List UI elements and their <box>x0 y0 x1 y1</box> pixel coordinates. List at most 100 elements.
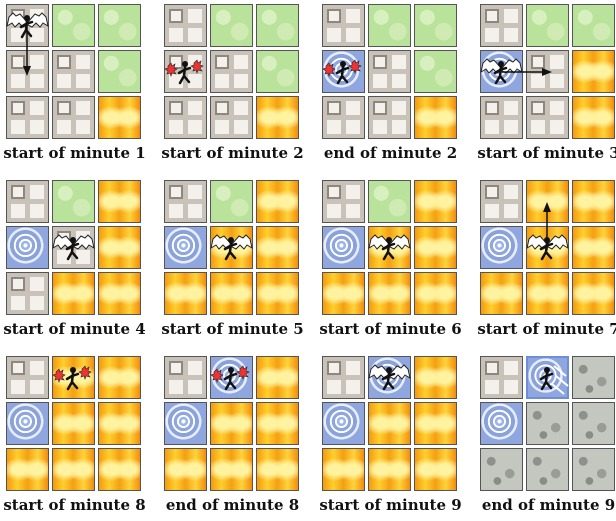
floor-tile <box>6 96 49 139</box>
floor-tile <box>480 356 523 399</box>
panel-caption: start of minute 4 <box>3 320 146 338</box>
panel-6: start of minute 5 <box>161 180 304 345</box>
fire-tile <box>210 272 253 315</box>
fire-tile <box>98 356 141 399</box>
fire-tile <box>256 272 299 315</box>
floor-tile <box>6 4 49 47</box>
floor-tile <box>164 96 207 139</box>
panel-1: start of minute 1 <box>3 4 146 169</box>
panel-4: start of minute 3 <box>477 4 616 169</box>
fire-tile <box>414 226 457 269</box>
floor-tile <box>480 180 523 223</box>
fire-tile <box>52 272 95 315</box>
floor-tile <box>210 96 253 139</box>
floor-tile <box>526 96 569 139</box>
fire-tile <box>414 180 457 223</box>
ash-tile <box>572 402 615 445</box>
floor-tile <box>480 96 523 139</box>
grass-tile <box>52 4 95 47</box>
fire-tile <box>322 272 365 315</box>
water-tile <box>368 356 411 399</box>
panel-9: start of minute 8 <box>3 356 146 521</box>
panel-caption: end of minute 2 <box>323 144 458 162</box>
fire-tile <box>52 448 95 491</box>
floor-tile <box>6 180 49 223</box>
panel-caption: start of minute 3 <box>477 144 616 162</box>
fire-tile <box>414 402 457 445</box>
ash-tile <box>480 448 523 491</box>
floor-tile <box>368 96 411 139</box>
fire-tile <box>526 272 569 315</box>
water-tile <box>480 50 523 93</box>
grass-tile <box>52 180 95 223</box>
grass-tile <box>256 4 299 47</box>
panel-caption: end of minute 8 <box>165 496 300 514</box>
grass-tile <box>210 4 253 47</box>
panel-11: start of minute 9 <box>319 356 462 521</box>
fire-tile <box>98 226 141 269</box>
panel-caption: start of minute 8 <box>3 496 146 514</box>
grass-tile <box>572 4 615 47</box>
fire-tile <box>572 50 615 93</box>
panel-caption: end of minute 9 <box>481 496 616 514</box>
floor-tile <box>526 50 569 93</box>
tile-grid <box>322 180 459 317</box>
tile-grid <box>164 356 301 493</box>
fire-tile <box>414 356 457 399</box>
panel-caption: start of minute 6 <box>319 320 462 338</box>
floor-tile <box>164 50 207 93</box>
panel-caption: start of minute 9 <box>319 496 462 514</box>
fire-tile <box>210 402 253 445</box>
grass-tile <box>98 50 141 93</box>
tile-grid <box>6 356 143 493</box>
fire-tile <box>322 448 365 491</box>
fire-tile <box>368 402 411 445</box>
panel-caption: start of minute 7 <box>477 320 616 338</box>
floor-tile <box>6 356 49 399</box>
floor-tile <box>52 96 95 139</box>
fire-tile <box>256 448 299 491</box>
fire-tile <box>368 226 411 269</box>
fire-tile <box>98 96 141 139</box>
tile-grid <box>322 4 459 141</box>
water-tile <box>210 356 253 399</box>
water-tile <box>322 226 365 269</box>
grass-tile <box>368 4 411 47</box>
panel-3: end of minute 2 <box>322 4 459 169</box>
fire-tile <box>52 356 95 399</box>
fire-tile <box>414 272 457 315</box>
panel-caption: start of minute 2 <box>161 144 304 162</box>
floor-tile <box>322 180 365 223</box>
fire-tile <box>572 226 615 269</box>
floor-tile <box>6 272 49 315</box>
panel-2: start of minute 2 <box>161 4 304 169</box>
panel-7: start of minute 6 <box>319 180 462 345</box>
tile-grid <box>322 356 459 493</box>
fire-tile <box>414 448 457 491</box>
floor-tile <box>322 356 365 399</box>
ash-tile <box>572 448 615 491</box>
water-tile <box>322 402 365 445</box>
grass-tile <box>210 180 253 223</box>
floor-tile <box>52 50 95 93</box>
fire-tile <box>572 272 615 315</box>
water-tile <box>526 356 569 399</box>
tile-grid <box>6 4 143 141</box>
fire-tile <box>572 96 615 139</box>
fire-tile <box>98 272 141 315</box>
fire-tile <box>98 448 141 491</box>
panel-caption: start of minute 1 <box>3 144 146 162</box>
fire-tile <box>210 226 253 269</box>
floor-tile <box>164 356 207 399</box>
grass-tile <box>256 50 299 93</box>
grass-tile <box>414 4 457 47</box>
water-tile <box>164 226 207 269</box>
floor-tile <box>6 50 49 93</box>
fire-tile <box>368 272 411 315</box>
fire-tile <box>256 356 299 399</box>
fire-tile <box>52 402 95 445</box>
tile-grid <box>480 4 616 141</box>
fire-tile <box>210 448 253 491</box>
fire-tile <box>256 402 299 445</box>
